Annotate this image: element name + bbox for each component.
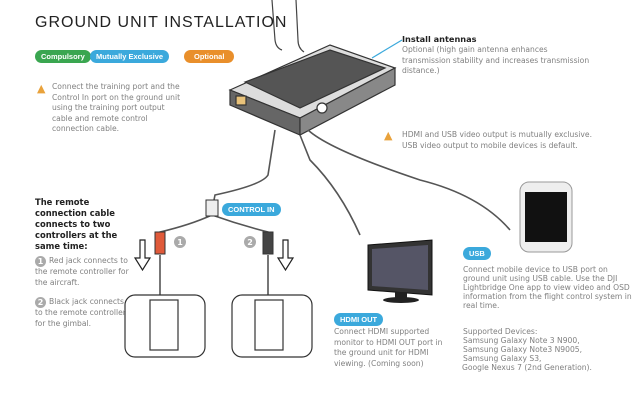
phone-drawing	[519, 181, 573, 253]
cables	[159, 129, 511, 320]
hdmi-text: Connect HDMI supported monitor to HDMI O…	[334, 327, 443, 368]
remote-heading: The remote connection cable connects to …	[35, 197, 118, 251]
devices-heading: Supported Devices:	[463, 327, 538, 336]
antennas-heading: Install antennas	[402, 34, 477, 44]
device-item: Samsung Galaxy S3,	[463, 354, 542, 363]
legend-optional: Optional	[184, 50, 235, 63]
antennas-text: Optional (high gain antenna enhances tra…	[402, 45, 590, 76]
warning-icon: ▲	[37, 82, 46, 95]
down-arrow-icon	[133, 239, 295, 272]
legend-mutually-exclusive: Mutually Exclusive	[90, 50, 170, 63]
warning-icon: ▲	[384, 129, 393, 142]
ground-unit-drawing	[228, 44, 397, 136]
legend-compulsory: Compulsory	[35, 50, 91, 63]
monitor-drawing	[367, 239, 433, 303]
number-badge: 2	[35, 297, 46, 308]
red-jack	[154, 231, 166, 255]
splitter	[205, 199, 219, 217]
antenna-callout-line	[371, 39, 403, 59]
supported-devices: Supported Devices: Samsung Galaxy Note 3…	[462, 327, 592, 372]
device-item: Google Nexus 7 (2nd Generation).	[462, 363, 592, 372]
device-item: Samsung Galaxy Note 3 N900,	[463, 336, 580, 345]
device-item: Samsung Galaxy Note3 N9005,	[463, 345, 583, 354]
svg-text:2: 2	[247, 238, 253, 247]
black-jack	[262, 231, 274, 255]
number-badge: 1	[35, 256, 46, 267]
video-note: HDMI and USB video output is mutually ex…	[402, 130, 592, 150]
svg-text:1: 1	[177, 238, 183, 247]
training-note: Connect the training port and the Contro…	[52, 82, 181, 134]
remote-controller-drawing	[124, 294, 313, 358]
remote-item-text: Red jack connects to the remote controll…	[35, 256, 129, 287]
control-in-badge: CONTROL IN	[222, 203, 281, 216]
usb-badge: USB	[463, 247, 491, 260]
usb-text: Connect mobile device to USB port on gro…	[463, 265, 632, 310]
page-title: GROUND UNIT INSTALLATION	[35, 14, 288, 31]
hdmi-out-badge: HDMI OUT	[334, 313, 384, 326]
antenna-drawing	[271, 0, 305, 53]
remote-item-text: Black jack connects to the remote contro…	[35, 297, 126, 328]
